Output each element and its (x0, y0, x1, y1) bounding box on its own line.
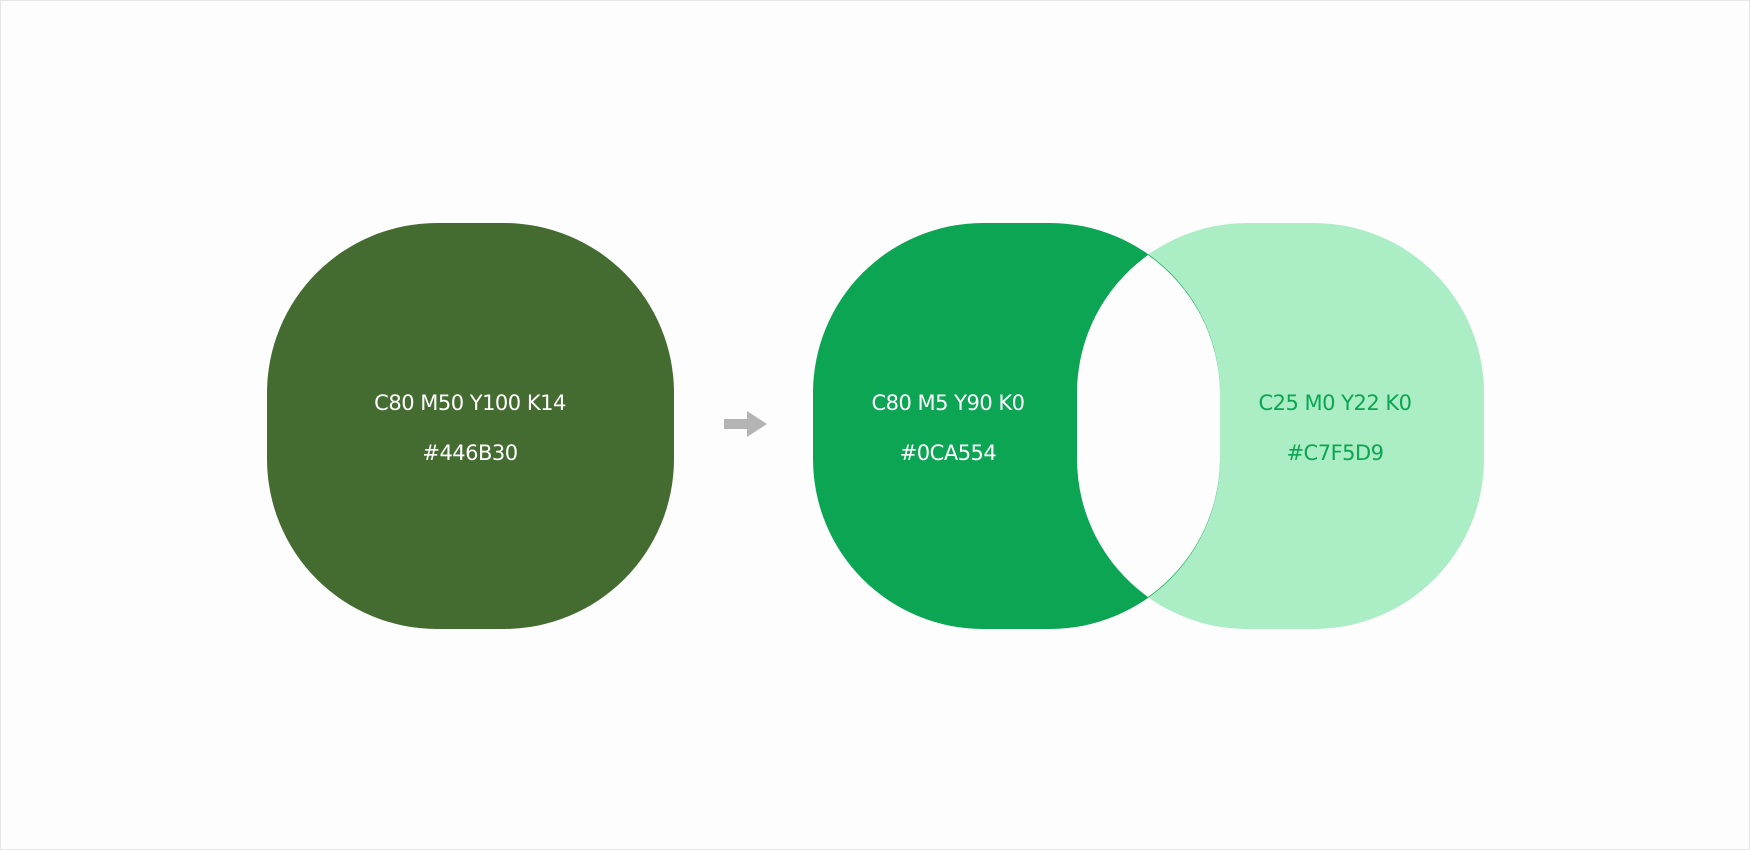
original-cmyk-value: C80 M50 Y100 K14 (374, 391, 566, 415)
primary-cmyk-value: C80 M5 Y90 K0 (871, 391, 1025, 415)
original-swatch-shape (267, 223, 674, 629)
original-swatch-label: C80 M50 Y100 K14 #446B30 (320, 390, 620, 466)
light-swatch-label: C25 M0 Y22 K0 #C7F5D9 (1185, 390, 1485, 466)
light-cmyk-value: C25 M0 Y22 K0 (1258, 391, 1412, 415)
primary-swatch-label: C80 M5 Y90 K0 #0CA554 (798, 390, 1098, 466)
original-hex-value: #446B30 (422, 441, 518, 465)
overlap-gap (1077, 255, 1220, 597)
primary-hex-value: #0CA554 (899, 441, 997, 465)
light-hex-value: #C7F5D9 (1286, 441, 1384, 465)
arrow-right-icon (724, 411, 767, 437)
